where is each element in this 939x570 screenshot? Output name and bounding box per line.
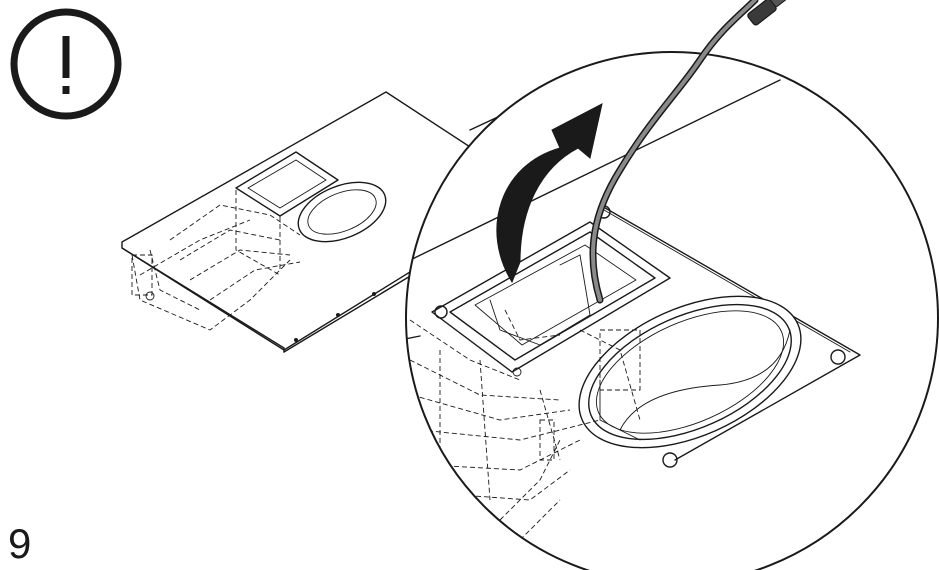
magnified-detail <box>405 0 939 570</box>
exclamation-circle-icon <box>10 8 122 120</box>
hob-overview-drawing <box>121 91 511 353</box>
step-number: 9 <box>8 520 32 567</box>
rotate-up-arrow-icon <box>496 103 603 284</box>
